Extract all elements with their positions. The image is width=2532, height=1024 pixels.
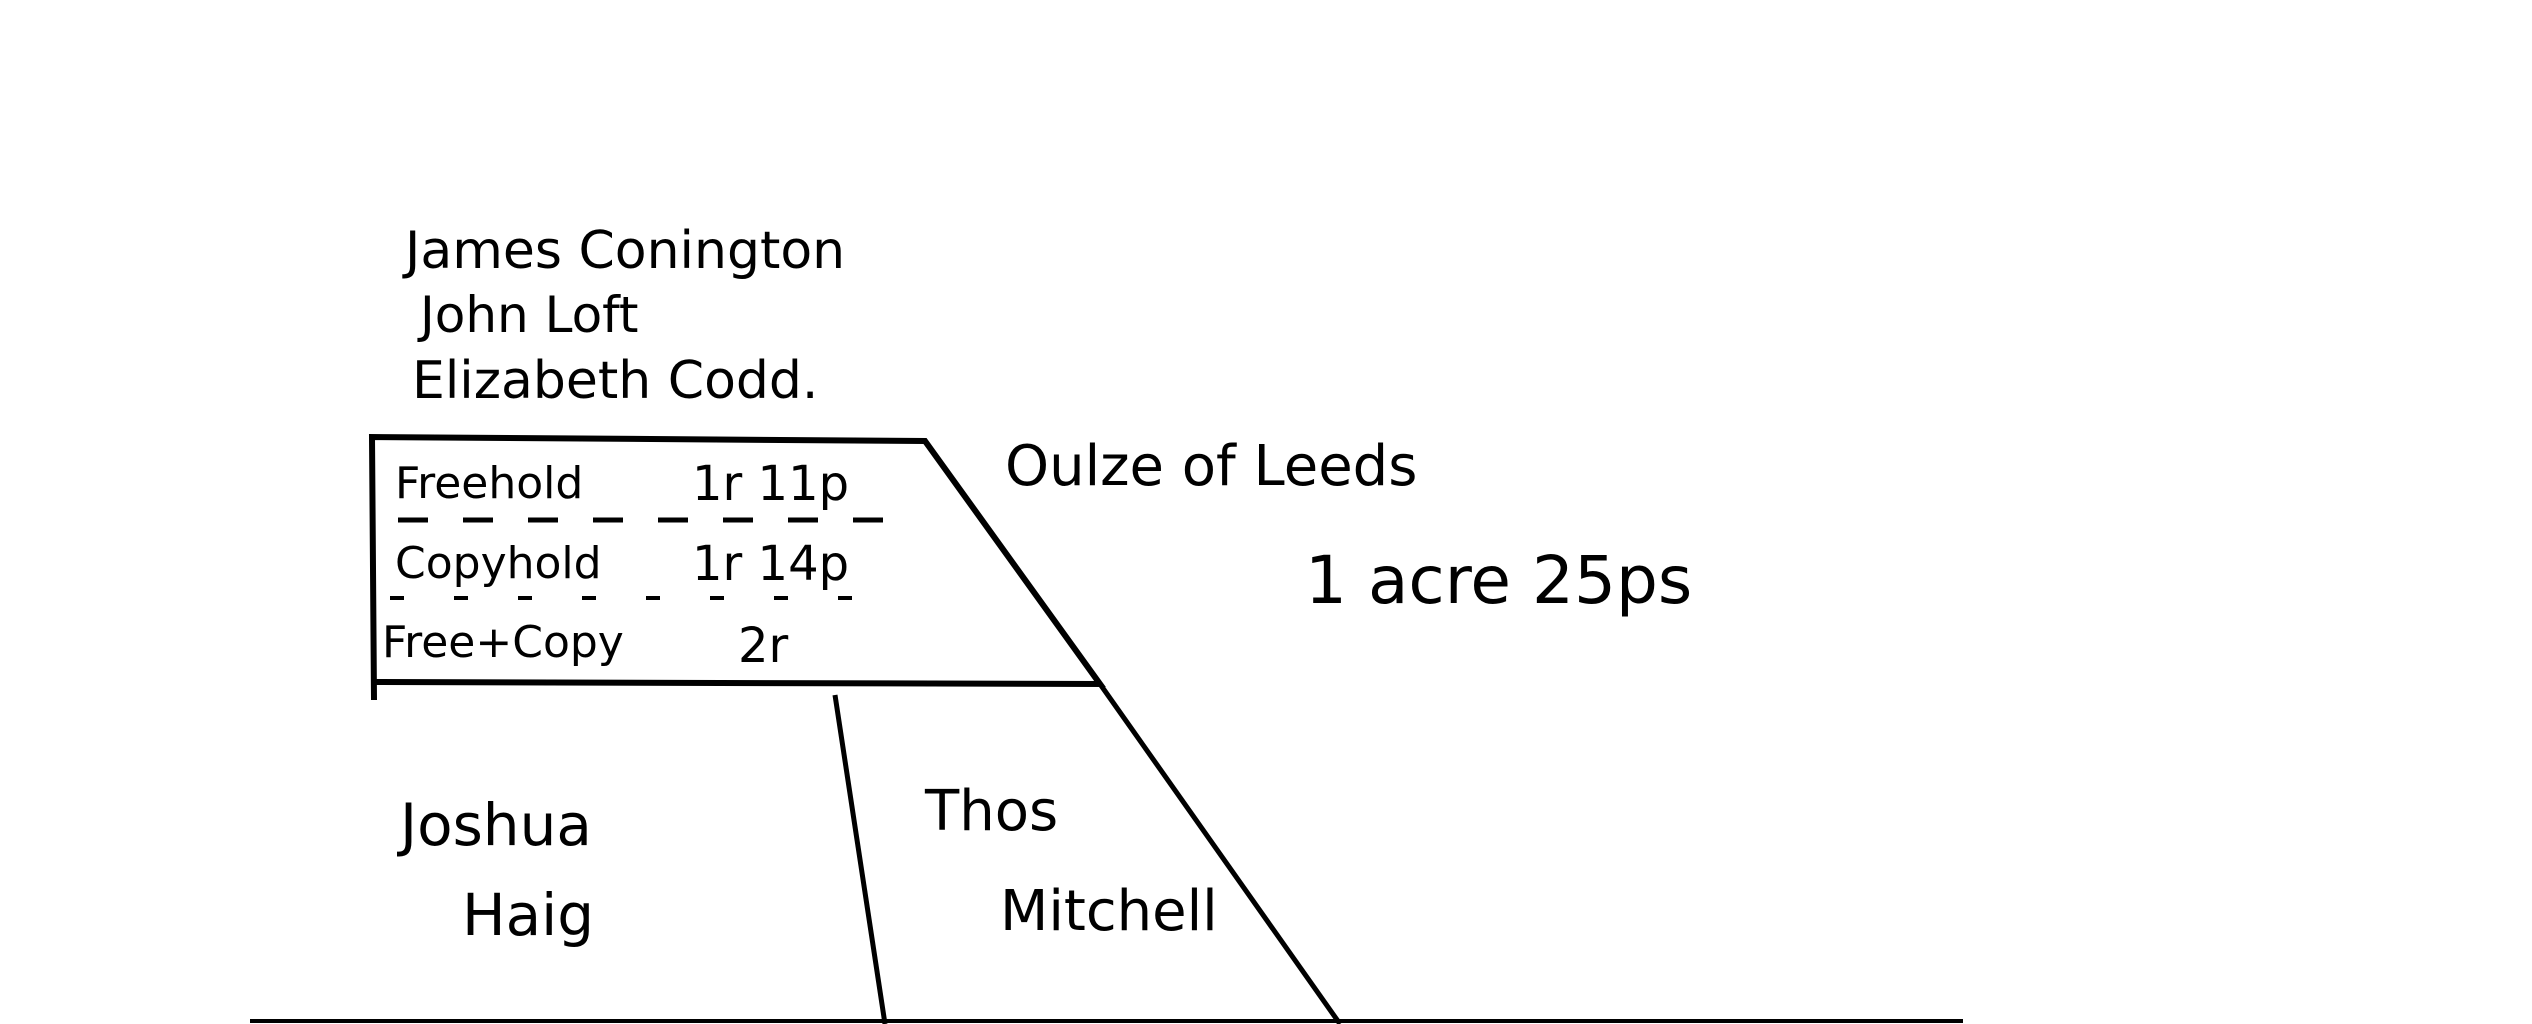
area-label: 1 acre 25ps xyxy=(1305,542,1692,619)
holding-value: 2r xyxy=(738,618,789,674)
slanted-boundary-line xyxy=(1097,682,1343,1024)
holding-label: Copyhold xyxy=(395,538,602,589)
side-label: Oulze of Leeds xyxy=(1005,434,1417,499)
owner-name: John Loft xyxy=(417,286,639,344)
holding-box-outline xyxy=(368,433,1106,701)
plot-divider-line xyxy=(832,694,888,1024)
holding-label: Free+Copy xyxy=(382,617,624,668)
plot-owner-first: Thos xyxy=(924,779,1058,844)
owner-name: Elizabeth Codd. xyxy=(412,351,818,411)
holding-label: Freehold xyxy=(395,458,583,509)
plot-owner-first: Joshua xyxy=(397,791,592,859)
plot-owner-last: Mitchell xyxy=(1000,879,1218,944)
plot-owner-last: Haig xyxy=(462,881,594,949)
owner-name: James Conington xyxy=(402,221,845,281)
holding-value: 1r 14p xyxy=(692,536,849,592)
holding-value: 1r 11p xyxy=(692,456,849,512)
